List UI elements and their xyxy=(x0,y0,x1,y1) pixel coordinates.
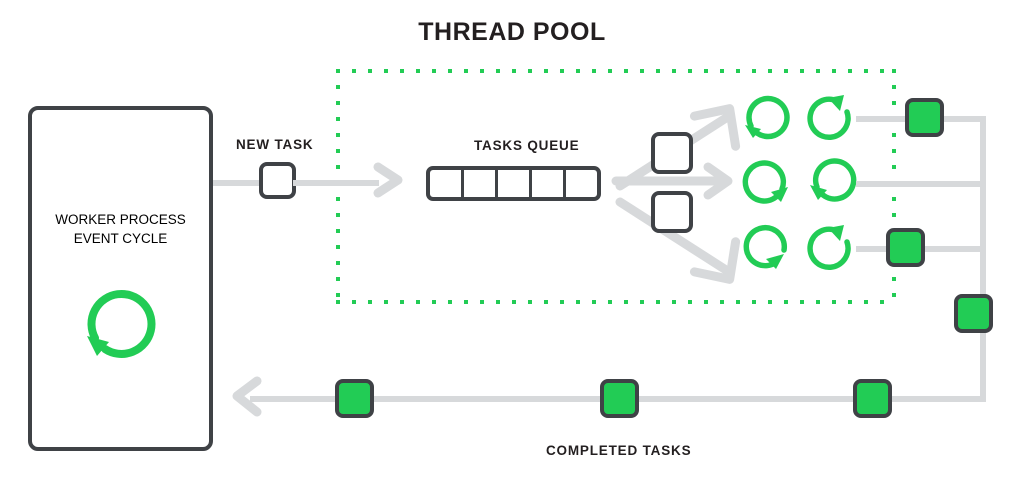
arrow-right-icon-dispatch xyxy=(611,162,740,200)
pool-edge-bottom xyxy=(336,300,896,304)
completed-task-2[interactable] xyxy=(886,228,925,267)
tasks-queue[interactable] xyxy=(426,166,601,201)
rail-right-vertical xyxy=(980,116,986,402)
worker-process-box: WORKER PROCESS EVENT CYCLE xyxy=(28,106,213,451)
queue-cell xyxy=(532,170,566,197)
rail-newtask-to-arrow xyxy=(293,180,379,186)
circular-arrow-counterclockwise-icon-t2b xyxy=(804,157,858,211)
pool-edge-left xyxy=(336,69,340,304)
pending-task-box-lower[interactable] xyxy=(651,191,693,233)
completed-tasks-label: COMPLETED TASKS xyxy=(546,443,692,458)
pending-task-box-upper[interactable] xyxy=(651,132,693,174)
circular-arrow-counterclockwise-icon-t1a xyxy=(740,92,794,146)
completed-task-6[interactable] xyxy=(853,379,892,418)
pool-edge-top xyxy=(336,69,896,73)
queue-cell xyxy=(464,170,498,197)
worker-process-line2: EVENT CYCLE xyxy=(73,231,168,246)
completed-task-5[interactable] xyxy=(600,379,639,418)
completed-task-3[interactable] xyxy=(954,294,993,333)
page-title: THREAD POOL xyxy=(418,18,606,46)
circular-arrow-clockwise-icon-t3b xyxy=(804,222,858,276)
completed-task-4[interactable] xyxy=(335,379,374,418)
rail-worker-to-newtask xyxy=(213,180,270,186)
queue-cell xyxy=(430,170,464,197)
worker-process-line1: WORKER PROCESS xyxy=(55,212,186,227)
arrow-down-right-icon-dispatch xyxy=(614,196,741,284)
arrow-right-icon-newtask xyxy=(373,162,412,198)
circular-arrow-counterclockwise-icon xyxy=(75,280,167,372)
circular-arrow-clockwise-icon-t2a xyxy=(740,157,794,211)
completed-task-1[interactable] xyxy=(905,98,944,137)
queue-cell xyxy=(566,170,597,197)
queue-cell xyxy=(498,170,532,197)
circular-arrow-clockwise-icon-t3a xyxy=(740,222,794,276)
new-task-box[interactable] xyxy=(259,162,296,199)
new-task-label: NEW TASK xyxy=(236,137,314,152)
rail-thread2-out xyxy=(856,181,986,187)
tasks-queue-label: TASKS QUEUE xyxy=(474,138,580,153)
worker-process-label: WORKER PROCESS EVENT CYCLE xyxy=(32,210,209,248)
arrow-left-icon-return xyxy=(229,376,269,417)
circular-arrow-clockwise-icon-t1b xyxy=(804,92,858,146)
